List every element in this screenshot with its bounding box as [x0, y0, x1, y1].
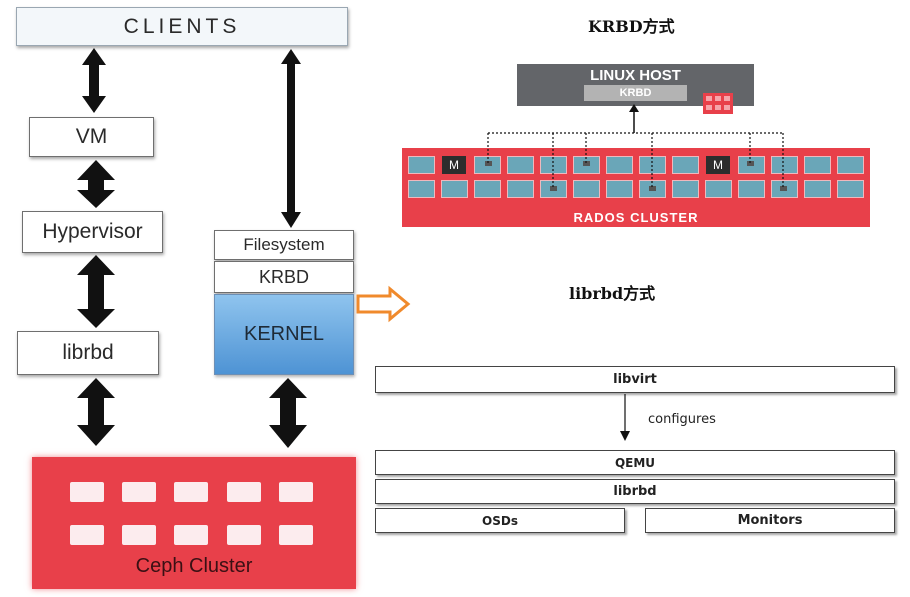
double-arrow-icon	[77, 255, 115, 328]
osd-cell	[70, 482, 104, 502]
object-marker	[747, 161, 754, 166]
krbd-label: KRBD	[258, 266, 309, 287]
ceph-cluster-label: Ceph Cluster	[135, 555, 253, 577]
krbd-section-title: KRBD方式	[588, 17, 675, 36]
osd-node	[507, 156, 534, 174]
osd-node	[804, 180, 831, 198]
configures-label: configures	[648, 412, 716, 427]
osd-cell	[122, 482, 156, 502]
monitor-node: M	[442, 156, 466, 174]
double-arrow-icon	[269, 378, 307, 448]
osd-node	[441, 180, 468, 198]
ceph-cluster: Ceph Cluster	[32, 457, 356, 589]
object-marker	[485, 161, 492, 166]
librbd-label: librbd	[62, 341, 114, 364]
monitor-node: M	[706, 156, 730, 174]
osd-cell	[279, 525, 313, 545]
double-arrow-icon	[77, 160, 115, 208]
qemu-label: QEMU	[614, 455, 656, 470]
down-arrow-icon	[620, 431, 630, 441]
object-marker	[780, 186, 787, 191]
osd-cell	[227, 525, 261, 545]
osd-node	[408, 180, 435, 198]
osds-box: OSDs	[375, 508, 625, 533]
osd-cell	[279, 482, 313, 502]
double-arrow-icon	[82, 48, 106, 113]
clients-label: CLIENTS	[123, 14, 241, 38]
filesystem-box: Filesystem	[214, 230, 354, 260]
host-krbd-label: KRBD	[584, 85, 687, 101]
host-cluster-icon	[703, 93, 733, 114]
vm-box: VM	[29, 117, 154, 157]
osd-node	[837, 156, 864, 174]
krbd-box: KRBD	[214, 261, 354, 293]
linux-host-box: LINUX HOST KRBD	[517, 64, 754, 114]
osd-node	[474, 180, 501, 198]
double-arrow-icon	[281, 49, 301, 228]
osd-node	[771, 156, 798, 174]
clients-box: CLIENTS	[16, 7, 348, 46]
orange-arrow-icon	[356, 285, 411, 323]
double-arrow-icon	[77, 378, 115, 446]
osd-node	[606, 180, 633, 198]
rados-cluster-label: RADOS CLUSTER	[573, 210, 699, 225]
osd-node	[507, 180, 534, 198]
kernel-box: KERNEL	[214, 294, 354, 375]
monitors-box: Monitors	[645, 508, 895, 533]
librbd-layer-label: librbd	[613, 484, 657, 499]
osd-cell	[70, 525, 104, 545]
libvirt-box: libvirt	[375, 366, 895, 393]
osd-node	[408, 156, 435, 174]
librbd-box: librbd	[17, 331, 159, 375]
hypervisor-label: Hypervisor	[42, 220, 143, 243]
osd-node	[804, 156, 831, 174]
librbd-layer-box: librbd	[375, 479, 895, 504]
vm-label: VM	[75, 125, 108, 148]
linux-host-label: LINUX HOST	[590, 67, 681, 84]
osd-cell	[174, 525, 208, 545]
kernel-label: KERNEL	[243, 323, 325, 345]
monitors-label: Monitors	[737, 513, 803, 528]
osd-node	[573, 180, 600, 198]
up-arrow-icon	[629, 104, 639, 112]
osd-node	[672, 180, 699, 198]
osd-node	[738, 180, 765, 198]
osd-node	[606, 156, 633, 174]
object-marker	[550, 186, 557, 191]
librbd-section-title: librbd方式	[569, 284, 656, 303]
osd-node	[837, 180, 864, 198]
osd-cell	[227, 482, 261, 502]
osd-node	[672, 156, 699, 174]
osd-cell	[122, 525, 156, 545]
osd-node	[705, 180, 732, 198]
rados-cluster: M M RADOS CLUSTER	[402, 148, 870, 227]
object-marker	[583, 161, 590, 166]
libvirt-label: libvirt	[613, 372, 657, 387]
filesystem-label: Filesystem	[243, 235, 325, 254]
object-marker	[649, 186, 656, 191]
hypervisor-box: Hypervisor	[22, 211, 163, 253]
qemu-box: QEMU	[375, 450, 895, 475]
osd-cell	[174, 482, 208, 502]
osds-label: OSDs	[482, 513, 518, 528]
